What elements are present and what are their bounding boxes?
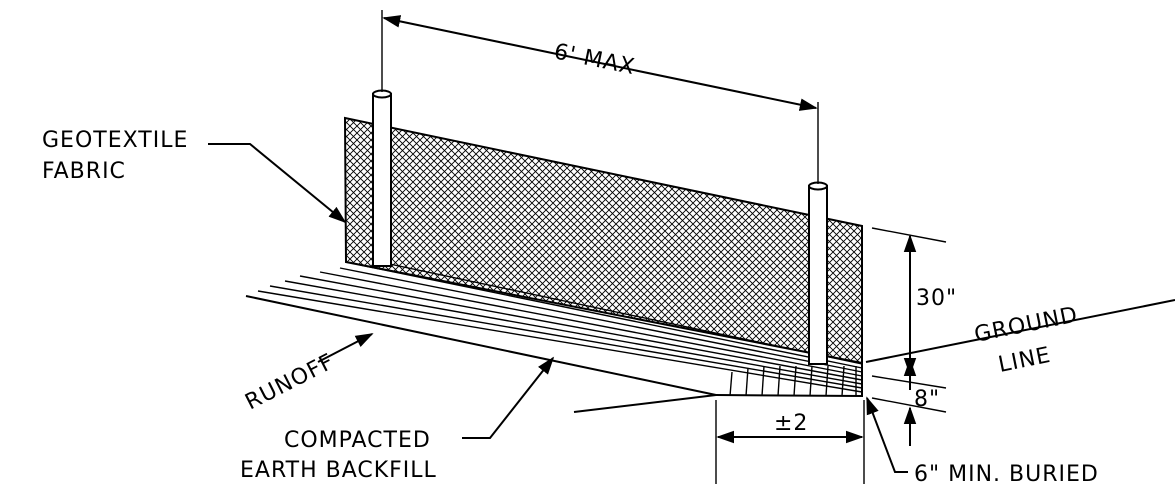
post-spacing-label: 6' MAX (552, 39, 637, 80)
backfill-leader (462, 356, 555, 439)
trench-width-label: ±2 (774, 411, 808, 436)
post-spacing-dimension (381, 10, 819, 184)
fabric-leader (208, 143, 347, 224)
ground-label-line1: GROUND (972, 302, 1080, 347)
backfill-label-line2: EARTH BACKFILL (240, 458, 437, 483)
ground-label-line2: LINE (996, 343, 1053, 378)
trench-width-dimension (715, 400, 865, 484)
fence-height-dimension (871, 227, 947, 376)
fence-post-right (808, 181, 828, 365)
trench-depth-dimension (871, 358, 947, 446)
compacted-backfill (245, 261, 863, 397)
buried-leader (866, 396, 908, 473)
ground-line (573, 299, 1175, 413)
runoff-arrow (317, 333, 374, 363)
backfill-label-line1: COMPACTED (284, 428, 431, 453)
fabric-label-line1: GEOTEXTILE (42, 128, 188, 153)
fence-height-label: 30" (916, 286, 957, 311)
runoff-label: RUNOFF (241, 349, 338, 415)
buried-label: 6" MIN. BURIED (914, 462, 1099, 484)
fabric-label-line2: FABRIC (42, 159, 126, 184)
trench-depth-label: 8" (914, 387, 940, 412)
fence-post-left (372, 89, 392, 267)
